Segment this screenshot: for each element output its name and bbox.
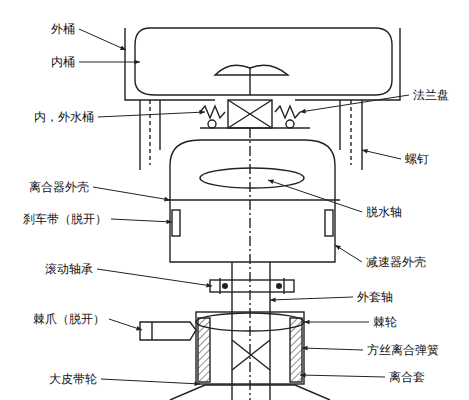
- clutch-sleeve: [196, 312, 304, 384]
- leader-line: [270, 297, 353, 300]
- pawl: [140, 322, 196, 340]
- leader-arrowhead: [300, 373, 306, 378]
- leader-line: [335, 245, 362, 262]
- part-label: 法兰盘: [412, 88, 450, 102]
- leader-arrowhead: [194, 381, 200, 386]
- leader-arrowhead: [362, 149, 368, 154]
- outer-tub: [125, 28, 400, 100]
- leader-line: [79, 29, 126, 50]
- leader-arrowhead: [335, 245, 341, 250]
- leader-arrowhead: [300, 109, 306, 114]
- part-label: 刹车带（脱开）: [22, 212, 108, 226]
- part-label: 脱水轴: [365, 205, 403, 219]
- leader-arrowhead: [270, 297, 276, 302]
- leader-arrowhead: [136, 326, 142, 330]
- leader-arrowhead: [302, 346, 308, 351]
- clutch-housing: [170, 140, 335, 262]
- leader-arrowhead: [166, 219, 172, 224]
- brake-band: [172, 210, 180, 236]
- leader-line: [97, 269, 212, 286]
- leader-arrowhead: [120, 46, 126, 50]
- leader-line: [111, 219, 172, 222]
- rolling-bearing: [210, 280, 294, 292]
- leader-arrowhead: [268, 180, 274, 184]
- leader-line: [362, 150, 401, 159]
- leader-line: [268, 180, 362, 212]
- part-label: 离合套: [388, 370, 426, 384]
- leader-line: [300, 375, 385, 377]
- part-label: 离合器外壳: [28, 180, 90, 194]
- part-label: 棘轮: [372, 315, 398, 329]
- leader-arrowhead: [206, 283, 212, 288]
- leader-arrowhead: [164, 197, 170, 202]
- brake-band: [325, 210, 333, 236]
- impeller: [215, 65, 288, 75]
- leader-line: [300, 95, 409, 112]
- part-label: 内桶: [50, 55, 76, 69]
- leader-arrowhead: [199, 110, 205, 115]
- seal-spring: [275, 106, 300, 118]
- part-label: 减速器外壳: [365, 255, 427, 269]
- big-pulley: [170, 385, 330, 400]
- seal-spring: [200, 106, 225, 118]
- leader-arrowhead: [134, 60, 140, 65]
- part-label: 内，外水桶: [33, 110, 95, 124]
- leader-line: [98, 112, 205, 117]
- part-label: 大皮带轮: [48, 372, 98, 386]
- leader-line: [101, 379, 200, 384]
- leader-line: [302, 348, 363, 350]
- leader-line: [109, 319, 142, 330]
- part-label: 螺钉: [404, 152, 430, 166]
- part-label: 滚动轴承: [44, 262, 94, 276]
- mount-leg: [140, 100, 362, 170]
- part-label: 外桶: [50, 22, 76, 36]
- part-label: 方丝离合弹簧: [366, 343, 440, 357]
- flange: [228, 100, 272, 128]
- leader-line: [93, 187, 170, 200]
- part-label: 棘爪（脱开）: [32, 312, 106, 326]
- leader-line: [304, 322, 369, 323]
- inner-tub: [135, 28, 392, 95]
- part-label: 外套轴: [356, 290, 394, 304]
- leader-line: [79, 62, 140, 63]
- leader-arrowhead: [304, 320, 310, 325]
